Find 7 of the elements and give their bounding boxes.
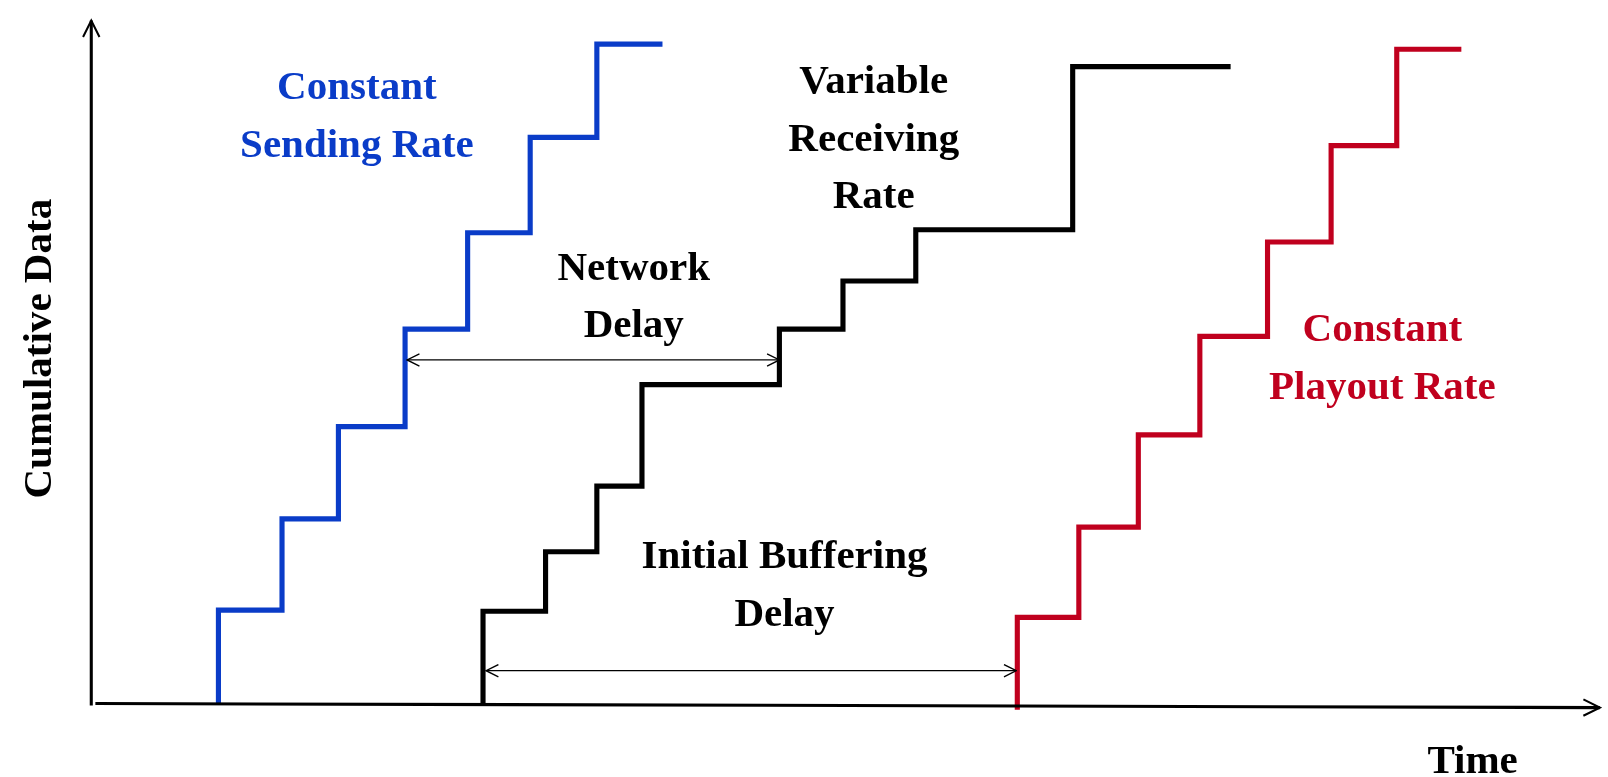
annotation-label: Network Delay: [556, 242, 712, 349]
annotation-label: Initial Buffering Delay: [640, 530, 929, 637]
annotation-label: Constant Sending Rate: [239, 61, 475, 169]
annotation-label: Time: [1426, 735, 1519, 777]
annotation-label: Variable Receiving Rate: [787, 55, 961, 220]
axis-title: Cumulative Data: [13, 197, 62, 501]
annotation-label: Constant Playout Rate: [1268, 303, 1497, 411]
